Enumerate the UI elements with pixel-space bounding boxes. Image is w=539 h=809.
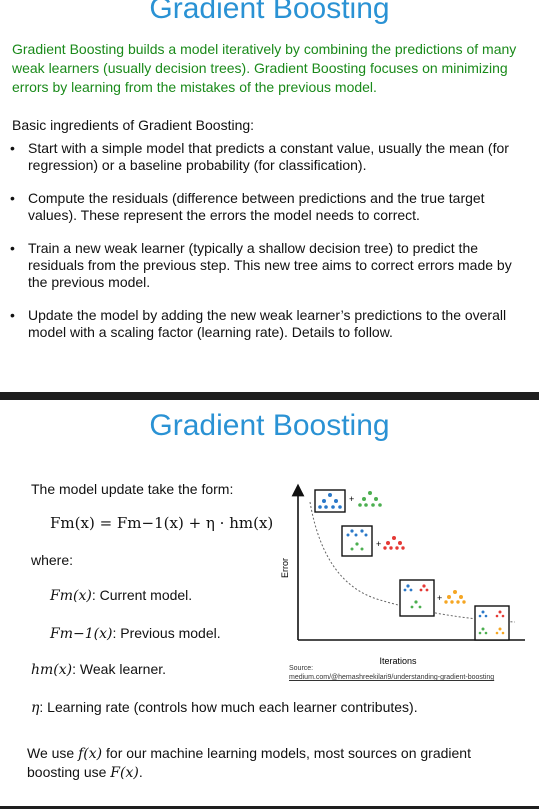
tree-box-1 xyxy=(314,489,346,513)
f-symbol: f(x) xyxy=(78,746,103,762)
bullet-icon: • xyxy=(10,307,15,323)
tree-orange-1 xyxy=(444,590,466,604)
tree-box-3 xyxy=(399,579,435,617)
eta-symbol: η xyxy=(31,700,40,716)
boosting-figure: Error Iterations + + xyxy=(270,480,535,690)
slide-title: Gradient Boosting xyxy=(149,0,390,25)
bullet-icon: • xyxy=(10,140,15,156)
def-eta: η: Learning rate (controls how much each… xyxy=(31,699,418,716)
slide-title: Gradient Boosting xyxy=(149,409,390,442)
y-axis-label: Error xyxy=(280,558,290,578)
ingredients-heading: Basic ingredients of Gradient Boosting: xyxy=(12,117,255,133)
slide-2: Gradient Boosting The model update take … xyxy=(0,400,539,809)
x-axis-label: Iterations xyxy=(379,656,417,666)
bullet-icon: • xyxy=(10,190,15,206)
tree-green-1 xyxy=(358,491,382,507)
tree-red-1 xyxy=(383,536,405,550)
bottom-divider xyxy=(0,806,539,809)
list-item: •Start with a simple model that predicts… xyxy=(10,140,509,173)
bullet-icon: • xyxy=(10,240,15,256)
notation-note: We use f(x) for our machine learning mod… xyxy=(27,745,471,781)
error-curve-diagram: Error Iterations + + xyxy=(280,483,525,666)
plus-icon: + xyxy=(376,539,381,549)
where-label: where: xyxy=(31,552,74,568)
update-text: The model update take the form: xyxy=(31,481,234,497)
slide-divider xyxy=(0,392,539,400)
weak-learner-symbol: hm(x) xyxy=(31,662,73,678)
slide-1: Gradient Boosting Gradient Boosting buil… xyxy=(0,0,539,392)
def-previous: Fm−1(x): Previous model. xyxy=(50,625,221,642)
tree-box-4 xyxy=(474,605,510,641)
source-link[interactable]: medium.com/@hemashreekilari9/understandi… xyxy=(289,674,495,681)
plus-icon: + xyxy=(437,593,442,603)
list-item: •Update the model by adding the new weak… xyxy=(10,307,507,340)
list-item: •Compute the residuals (difference betwe… xyxy=(10,190,485,223)
update-formula: Fm(x) = Fm−1(x) + η · hm(x) xyxy=(50,514,274,532)
F-symbol: F(x) xyxy=(110,765,139,781)
plus-icon: + xyxy=(349,494,354,504)
figure-source: Source: medium.com/@hemashreekilari9/und… xyxy=(289,665,495,681)
def-current: Fm(x): Current model. xyxy=(50,587,193,604)
ingredients-list: •Start with a simple model that predicts… xyxy=(0,140,539,357)
list-item: •Train a new weak learner (typically a s… xyxy=(10,240,512,290)
intro-paragraph: Gradient Boosting builds a model iterati… xyxy=(12,41,517,95)
previous-model-symbol: Fm−1(x) xyxy=(50,626,113,642)
current-model-symbol: Fm(x) xyxy=(50,588,92,604)
def-weak: hm(x): Weak learner. xyxy=(31,661,167,678)
tree-box-2 xyxy=(341,525,373,557)
